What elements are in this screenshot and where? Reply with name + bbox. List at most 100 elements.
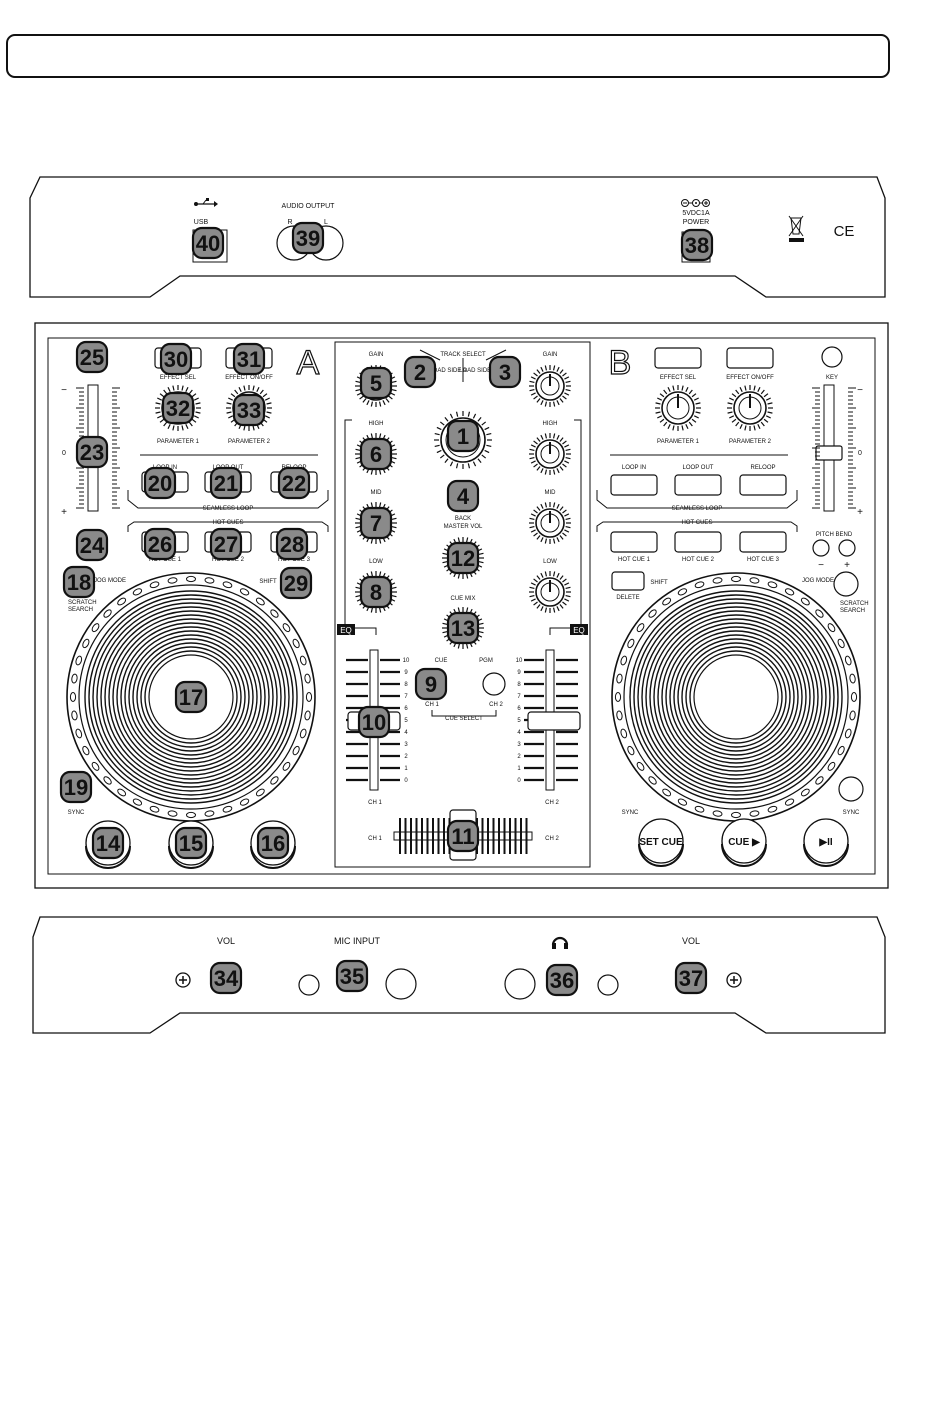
shift-delete-button-b[interactable] [611,571,645,591]
mic-input-label: MIC INPUT [334,936,381,946]
fader-scale-label-a: 5 [404,718,408,724]
jog-wheel-b[interactable] [611,572,861,822]
callout-number: 15 [179,831,203,856]
pitch-zero-a: 0 [62,450,66,457]
callout-number: 24 [80,533,105,558]
callout-30: 30 [159,342,193,376]
hot-cue-1-button-b[interactable] [610,531,658,553]
parameter-2-label-b: PARAMETER 2 [729,439,772,445]
pitch-fader-knob-b[interactable] [815,445,843,461]
callout-18: 18 [62,565,96,599]
power-label: POWER [683,219,709,226]
pitch-bend-plus-button-b[interactable] [838,539,856,557]
callout-28: 28 [275,527,309,561]
pitch-bend-minus-button-b[interactable] [812,539,830,557]
callout-number: 38 [685,233,709,258]
callout-35: 35 [335,959,369,993]
headphone-jack[interactable] [504,968,536,1000]
channel-fader-knob-b[interactable] [527,711,581,731]
callout-31: 31 [232,342,266,376]
callout-32: 32 [161,391,195,425]
mid-label-a: MID [371,490,383,496]
reloop-button-b[interactable] [739,474,787,496]
audio-r-label: R [287,219,292,226]
deck-a-letter: A [297,344,320,382]
parameter-2-knob-b[interactable] [727,385,773,431]
effect-sel-button-b[interactable] [654,347,702,369]
callout-number: 37 [679,966,703,991]
effect-on-off-label-a: EFFECT ON/OFF [225,375,273,381]
callout-27: 27 [209,527,243,561]
ch1-fader-label: CH 1 [368,800,382,806]
set-cue-button-b[interactable] [638,818,684,867]
jog-mode-button-b[interactable] [833,571,859,597]
low-label-a: LOW [369,559,383,565]
usb-icon [194,198,218,207]
mic-input-jack[interactable] [385,968,417,1000]
cue-play-label-b: CUE ▶ [728,837,761,848]
set-cue-label-b: SET CUE [639,837,683,848]
effect-on-off-button-b[interactable] [726,347,774,369]
load-side-a-label: LOAD SIDE A [429,368,466,374]
ch2-fader-label: CH 2 [545,800,559,806]
audio-l-label: L [324,219,328,226]
search-label-b: SEARCH [840,608,865,614]
hot-cue-2-label-b: HOT CUE 2 [682,557,715,563]
key-label-b: KEY [826,375,838,381]
gain-knob-b[interactable] [529,365,571,407]
crossfader-ch1-label: CH 1 [368,836,382,842]
callout-number: 22 [282,471,306,496]
callout-number: 30 [164,347,188,372]
callout-number: 40 [196,231,220,256]
play-pause-button-b[interactable] [803,818,849,867]
callout-19: 19 [59,770,93,804]
eq-label-b: EQ [573,626,585,635]
gain-label-b: GAIN [543,352,558,358]
fader-scale-label-b: 3 [517,742,521,748]
callout-number: 32 [166,396,190,421]
callout-number: 28 [280,532,304,557]
mid-knob-b[interactable] [529,502,571,544]
callout-9: 9 [414,667,448,701]
cue-select-ch2-button[interactable] [482,672,506,696]
parameter-1-knob-b[interactable] [655,385,701,431]
audio-output-label: AUDIO OUTPUT [282,203,336,210]
callout-number: 11 [451,824,474,849]
search-label-a: SEARCH [68,607,93,613]
callout-number: 8 [370,580,382,605]
high-knob-b[interactable] [529,433,571,475]
sync-button-b[interactable] [838,776,864,802]
loop-out-button-b[interactable] [674,474,722,496]
fader-scale-label-b: 10 [516,658,523,664]
headphones-icon [551,936,569,949]
low-knob-b[interactable] [529,571,571,613]
hot-cue-2-button-b[interactable] [674,531,722,553]
fader-scale-label-a: 1 [404,766,408,772]
parameter-1-label-a: PARAMETER 1 [157,439,200,445]
reloop-label-b: RELOOP [750,465,775,471]
callout-number: 20 [148,471,172,496]
callout-40: 40 [191,226,225,260]
power-spec-label: 5VDC1A [682,210,710,217]
callout-number: 7 [370,511,382,536]
plus-circle-icon [726,972,742,988]
key-button-b[interactable] [821,346,843,368]
callout-7: 7 [359,506,393,540]
callout-number: 34 [214,966,239,991]
master-vol-label: MASTER VOL [444,524,483,530]
callout-21: 21 [209,466,243,500]
ce-mark: CE [834,223,855,240]
callout-36: 36 [545,963,579,997]
callout-4: 4 [446,479,480,513]
callout-33: 33 [232,393,266,427]
callout-3: 3 [488,355,522,389]
cue-play-button-b[interactable] [721,818,767,867]
fader-scale-label-a: 10 [403,658,410,664]
load-side-b-label: LOAD SIDE B [459,368,497,374]
parameter-1-label-b: PARAMETER 1 [657,439,700,445]
delete-label-b: DELETE [616,595,639,601]
callout-34: 34 [209,961,243,995]
loop-in-button-b[interactable] [610,474,658,496]
hot-cue-3-button-b[interactable] [739,531,787,553]
